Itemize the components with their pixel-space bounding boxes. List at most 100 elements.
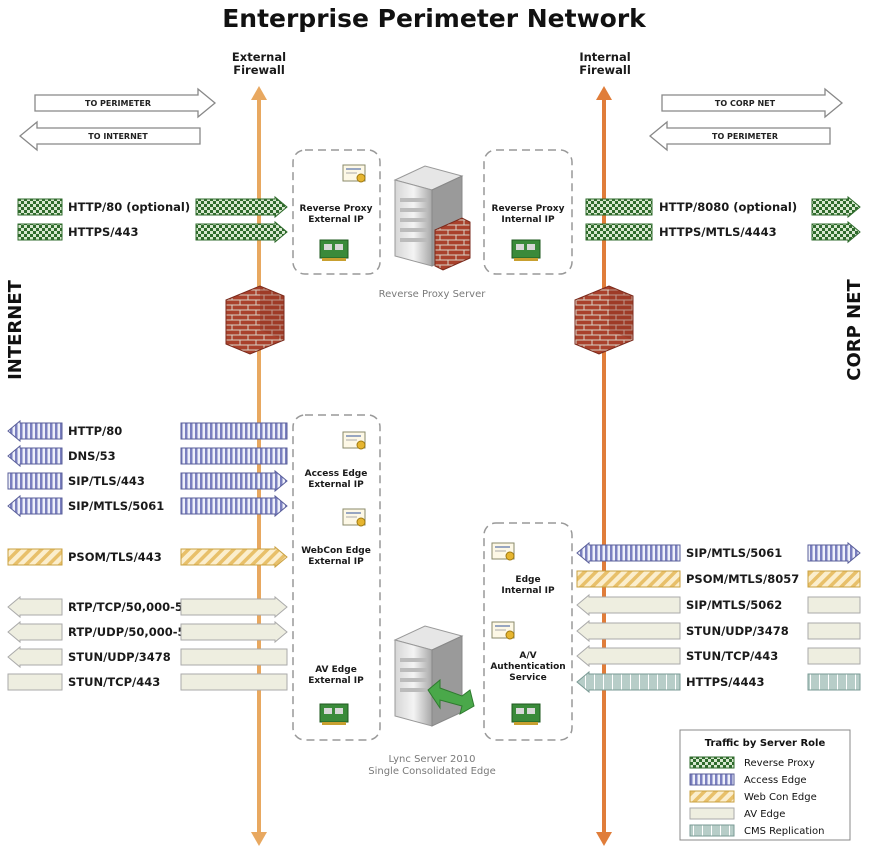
av-auth-certificate-icon: [491, 621, 515, 640]
internal-firewall-brick-icon: [574, 285, 634, 355]
edge-right-flow-label-3: STUN/UDP/3478: [686, 624, 789, 638]
edge-right-flow-stub-2: [576, 593, 681, 617]
rp-left-flow-label-1: HTTPS/443: [68, 225, 139, 239]
edge-right-flow-stub-5: [576, 670, 681, 694]
edge-right-flow-stub-4: [576, 644, 681, 668]
legend-swatch-4: [689, 824, 735, 837]
direction-to-perimeter-right: TO PERIMETER: [648, 120, 831, 152]
legend-swatch-2: [689, 790, 735, 803]
svg-text:TO PERIMETER: TO PERIMETER: [712, 132, 778, 141]
edge-right-flow-arrow-2: [807, 596, 861, 614]
edge-left-flow-label-3: SIP/MTLS/5061: [68, 499, 164, 513]
legend-swatch-3: [689, 807, 735, 820]
rp-flow-right-stub-0: [585, 198, 653, 216]
legend: Traffic by Server Role Reverse ProxyAcce…: [679, 729, 851, 841]
rp-flow-right-arrow-1: [811, 220, 861, 244]
rp-flow-left-arrow-0: [195, 195, 288, 219]
edge-left-flow-arrow-7: [180, 648, 288, 666]
edge-server-icon: [393, 625, 464, 727]
corp-net-side-label: CORP NET: [844, 279, 865, 381]
edge-left-flow-arrow-4: [180, 545, 288, 569]
edge-left-flow-label-2: SIP/TLS/443: [68, 474, 145, 488]
edge-left-flow-arrow-2: [180, 469, 288, 493]
svg-text:TO CORP NET: TO CORP NET: [715, 99, 776, 108]
legend-item-3: AV Edge: [744, 809, 785, 820]
internal-firewall-line: [596, 86, 612, 846]
rp-left-flow-label-0: HTTP/80 (optional): [68, 200, 190, 214]
rp-flow-right-stub-1: [585, 223, 653, 241]
rp-internal-nic-icon: [511, 239, 541, 261]
external-firewall-brick-icon: [225, 285, 285, 355]
rp-external-box: [292, 149, 381, 275]
rp-flow-left-stub-1: [17, 223, 63, 241]
rp-flow-left-stub: [17, 198, 63, 216]
rp-right-flow-label-1: HTTPS/MTLS/4443: [659, 225, 777, 239]
webcon-edge-certificate-icon: [342, 508, 366, 527]
legend-item-2: Web Con Edge: [744, 792, 817, 803]
svg-text:TO PERIMETER: TO PERIMETER: [85, 99, 151, 108]
edge-right-flow-stub-0: [576, 541, 681, 565]
rp-external-certificate-icon: [342, 164, 366, 183]
edge-left-flow-stub-2: [7, 472, 63, 490]
legend-swatch-0: [689, 756, 735, 769]
edge-internal-nic-icon: [511, 703, 541, 725]
edge-left-flow-stub-3: [7, 494, 63, 518]
edge-left-flow-stub-8: [7, 673, 63, 691]
edge-right-flow-stub-3: [576, 619, 681, 643]
reverse-proxy-brick-icon: [434, 217, 471, 271]
edge-right-flow-arrow-5: [807, 673, 861, 691]
internet-side-label: INTERNET: [5, 279, 26, 380]
edge-left-flow-arrow-6: [180, 620, 288, 644]
edge-left-flow-stub-4: [7, 548, 63, 566]
edge-left-flow-arrow-0: [180, 422, 288, 440]
edge-right-flow-label-4: STUN/TCP/443: [686, 649, 778, 663]
edge-left-flow-arrow-5: [180, 595, 288, 619]
rp-internal-box: [483, 149, 573, 275]
legend-swatch-1: [689, 773, 735, 786]
edge-right-flow-stub-1: [576, 570, 681, 588]
edge-left-flow-label-1: DNS/53: [68, 449, 116, 463]
edge-left-flow-arrow-8: [180, 673, 288, 691]
edge-left-flow-stub-0: [7, 419, 63, 443]
edge-left-flow-stub-6: [7, 620, 63, 644]
rp-external-nic-icon: [319, 239, 349, 261]
direction-to-corp-net: TO CORP NET: [661, 87, 844, 119]
rp-caption: Reverse Proxy Server: [379, 289, 487, 300]
edge-right-flow-arrow-1: [807, 570, 861, 588]
external-firewall-line: [251, 86, 267, 846]
edge-internal-box: [483, 522, 573, 741]
edge-left-flow-arrow-3: [180, 494, 288, 518]
page-title: Enterprise Perimeter Network: [222, 4, 647, 33]
rp-right-flow-label-0: HTTP/8080 (optional): [659, 200, 797, 214]
edge-left-flow-stub-7: [7, 645, 63, 669]
direction-to-perimeter-left: TO PERIMETER: [34, 87, 217, 119]
direction-to-internet: TO INTERNET: [18, 120, 201, 152]
legend-title: Traffic by Server Role: [705, 738, 826, 749]
edge-left-flow-label-4: PSOM/TLS/443: [68, 550, 162, 564]
edge-right-flow-label-0: SIP/MTLS/5061: [686, 546, 782, 560]
edge-right-flow-arrow-4: [807, 647, 861, 665]
svg-text:TO INTERNET: TO INTERNET: [88, 132, 148, 141]
edge-internal-certificate-icon: [491, 542, 515, 561]
legend-item-4: CMS Replication: [744, 826, 824, 837]
rp-flow-left-arrow-1: [195, 220, 288, 244]
edge-left-flow-arrow-1: [180, 447, 288, 465]
access-edge-certificate-icon: [342, 431, 366, 450]
legend-item-0: Reverse Proxy: [744, 758, 815, 769]
edge-right-flow-arrow-3: [807, 622, 861, 640]
edge-left-flow-stub-5: [7, 595, 63, 619]
edge-right-flow-label-1: PSOM/MTLS/8057: [686, 572, 799, 586]
edge-right-flow-label-2: SIP/MTLS/5062: [686, 598, 782, 612]
av-edge-nic-icon: [319, 703, 349, 725]
